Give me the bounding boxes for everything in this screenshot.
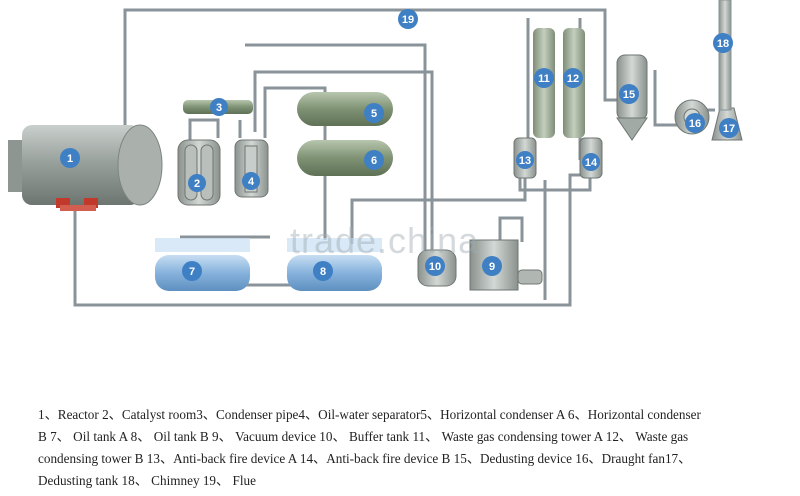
svg-text:7: 7: [189, 266, 195, 278]
reactor: [8, 124, 163, 211]
badge-19: 19: [398, 9, 418, 29]
svg-text:3: 3: [216, 102, 222, 114]
svg-text:1: 1: [67, 153, 73, 165]
svg-text:5: 5: [371, 108, 377, 120]
badge-3: 3: [210, 98, 228, 116]
legend-line: B 7、 Oil tank A 8、 Oil tank B 9、 Vacuum …: [38, 429, 689, 444]
badge-5: 5: [364, 103, 384, 123]
oil-tank-b: [287, 238, 382, 291]
number-badges: 1 2 3 4 5 6 7 8 9 10 11 12 13 14 15 16 1…: [60, 9, 739, 281]
badge-6: 6: [364, 150, 384, 170]
badge-8: 8: [313, 261, 333, 281]
svg-text:9: 9: [489, 261, 495, 273]
process-flow-diagram: 1 2 3 4 5 6 7 8 9 10 11 12 13 14 15 16 1…: [8, 0, 743, 307]
badge-14: 14: [582, 153, 600, 171]
svg-text:16: 16: [689, 118, 701, 130]
svg-text:12: 12: [567, 73, 579, 85]
svg-text:2: 2: [194, 178, 200, 190]
legend-line: Dedusting tank 18、 Chimney 19、 Flue: [38, 473, 256, 488]
badge-18: 18: [713, 33, 733, 53]
svg-text:19: 19: [402, 14, 414, 26]
oil-tank-a: [155, 238, 250, 291]
badge-12: 12: [563, 68, 583, 88]
legend-line: 1、Reactor 2、Catalyst room3、Condenser pip…: [38, 407, 701, 422]
badge-1: 1: [60, 148, 80, 168]
vacuum-device: [469, 239, 543, 291]
svg-text:14: 14: [585, 157, 598, 169]
badge-10: 10: [425, 256, 445, 276]
catalyst-room: [177, 139, 221, 206]
chimney: [718, 0, 732, 111]
svg-text:8: 8: [320, 266, 326, 278]
watermark: trade.china: [290, 220, 480, 261]
badge-15: 15: [619, 84, 639, 104]
badge-13: 13: [516, 151, 534, 169]
legend-line: condensing tower B 13、Anti-back fire dev…: [38, 451, 692, 466]
svg-text:15: 15: [623, 89, 635, 101]
badge-9: 9: [482, 256, 502, 276]
badge-4: 4: [242, 172, 260, 190]
badge-11: 11: [534, 68, 554, 88]
badge-7: 7: [182, 261, 202, 281]
svg-text:10: 10: [429, 261, 441, 273]
legend: 1、Reactor 2、Catalyst room3、Condenser pip…: [38, 404, 774, 492]
svg-text:18: 18: [717, 38, 729, 50]
svg-text:17: 17: [723, 123, 735, 135]
svg-text:13: 13: [519, 155, 531, 167]
svg-text:6: 6: [371, 155, 377, 167]
badge-17: 17: [719, 118, 739, 138]
badge-16: 16: [685, 113, 705, 133]
svg-text:4: 4: [248, 176, 255, 188]
badge-2: 2: [188, 174, 206, 192]
svg-text:11: 11: [538, 73, 550, 85]
